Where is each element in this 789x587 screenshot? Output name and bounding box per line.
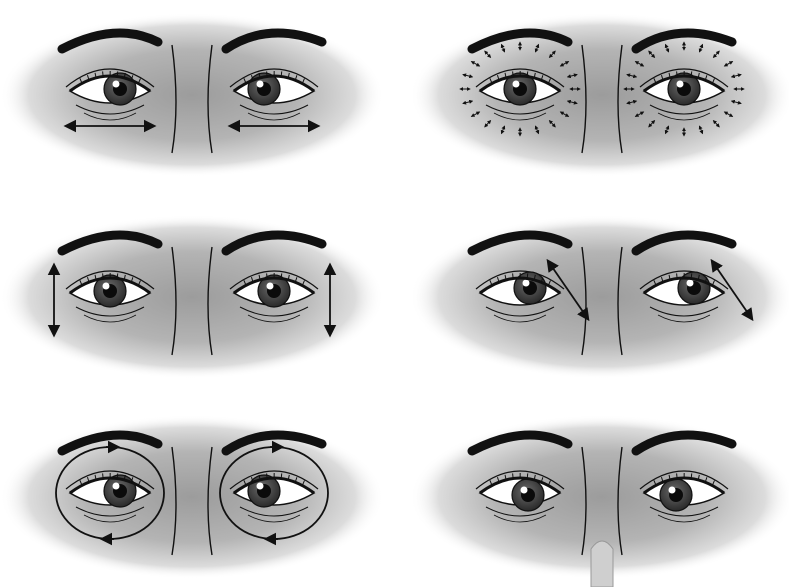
eye-highlight-icon bbox=[113, 483, 120, 490]
panel-radial-massage bbox=[410, 13, 789, 177]
eyelash-icon bbox=[281, 273, 282, 278]
eyelash-icon bbox=[267, 273, 268, 278]
finger-icon bbox=[591, 541, 613, 587]
eyelash-icon bbox=[691, 473, 692, 478]
eye-highlight-icon bbox=[267, 283, 274, 290]
panel-horizontal-look bbox=[0, 13, 384, 177]
eye-highlight-icon bbox=[669, 487, 676, 494]
eye-highlight-icon bbox=[513, 81, 520, 88]
eyelash-icon bbox=[103, 273, 104, 278]
panel-circular-rotation bbox=[0, 415, 384, 579]
eyelash-icon bbox=[267, 71, 268, 76]
eyelash-icon bbox=[691, 273, 692, 278]
eyelash-icon bbox=[513, 473, 514, 478]
eyelash-icon bbox=[677, 473, 678, 478]
eyelash-icon bbox=[267, 473, 268, 478]
eyelash-icon bbox=[691, 71, 692, 76]
eyelash-icon bbox=[527, 473, 528, 478]
eye-highlight-icon bbox=[113, 81, 120, 88]
eye-highlight-icon bbox=[687, 280, 694, 287]
face-shadow-icon bbox=[0, 215, 384, 379]
eyelash-icon bbox=[117, 473, 118, 478]
panel-vertical-look bbox=[0, 215, 384, 379]
panel-diagonal-look bbox=[410, 215, 789, 379]
panel-near-focus-finger bbox=[410, 415, 789, 587]
eyelash-icon bbox=[677, 71, 678, 76]
eyelash-icon bbox=[527, 71, 528, 76]
face-shadow-icon bbox=[0, 13, 384, 177]
eye-highlight-icon bbox=[521, 487, 528, 494]
eyelash-icon bbox=[117, 273, 118, 278]
eyelash-icon bbox=[281, 473, 282, 478]
eye-highlight-icon bbox=[677, 81, 684, 88]
eyelash-icon bbox=[677, 273, 678, 278]
eyelash-icon bbox=[513, 273, 514, 278]
eyelash-icon bbox=[513, 71, 514, 76]
eyelash-icon bbox=[103, 71, 104, 76]
eyelash-icon bbox=[527, 273, 528, 278]
eyelash-icon bbox=[281, 71, 282, 76]
eye-highlight-icon bbox=[523, 280, 530, 287]
eyelash-icon bbox=[117, 71, 118, 76]
eye-highlight-icon bbox=[103, 283, 110, 290]
eye-highlight-icon bbox=[257, 483, 264, 490]
eyelash-icon bbox=[103, 473, 104, 478]
face-shadow-icon bbox=[0, 415, 384, 579]
eye-highlight-icon bbox=[257, 81, 264, 88]
